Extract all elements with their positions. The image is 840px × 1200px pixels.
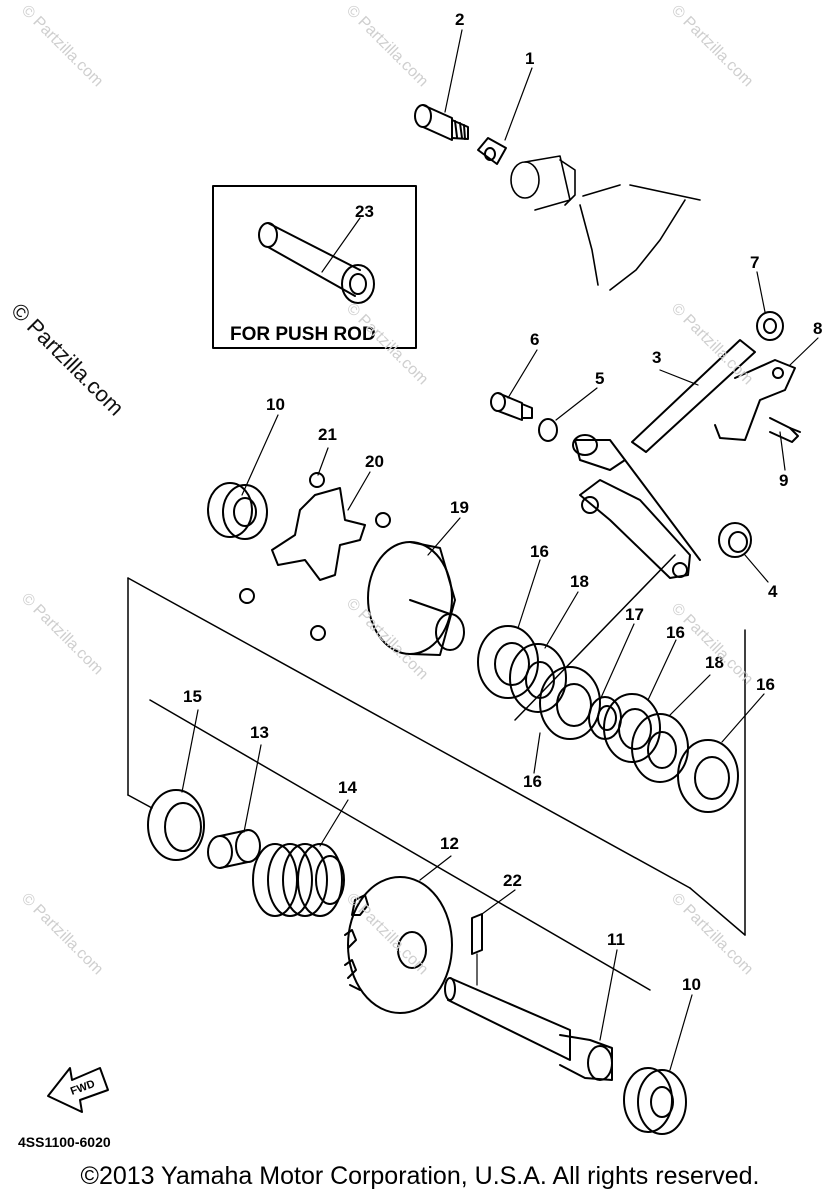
part-10-bearing-bottom [623, 1067, 687, 1135]
part-1-washer [477, 137, 507, 165]
part-9-screw [769, 417, 801, 443]
callout-16a: 16 [530, 542, 549, 561]
callout-2: 2 [455, 10, 464, 29]
part-16-washer-b [539, 666, 601, 740]
callout-11: 11 [607, 930, 625, 949]
callout-19: 19 [450, 498, 469, 517]
callout-3: 3 [652, 348, 661, 367]
inset-label: FOR PUSH ROD [230, 324, 376, 345]
callout-21: 21 [318, 425, 337, 444]
callout-16d: 16 [523, 772, 542, 791]
callout-18b: 18 [705, 653, 724, 672]
part-5-washer [538, 418, 558, 442]
callout-15: 15 [183, 687, 202, 706]
callout-22: 22 [503, 871, 522, 890]
part-13-collar [207, 829, 261, 869]
part-6-bolt [490, 392, 533, 421]
part-22-pin [471, 913, 483, 955]
copyright-text: ©2013 Yamaha Motor Corporation, U.S.A. A… [80, 1162, 760, 1190]
callout-6: 6 [530, 330, 539, 349]
fwd-arrow-icon [47, 1067, 109, 1113]
part-15-seal [147, 789, 205, 861]
callout-20: 20 [365, 452, 384, 471]
callout-16c: 16 [756, 675, 775, 694]
callout-17: 17 [625, 605, 644, 624]
part-14-spring [252, 843, 345, 917]
part-3-lever [572, 339, 756, 579]
part-16-washer-a [477, 625, 539, 699]
part-21-balls [239, 472, 391, 641]
callout-13: 13 [250, 723, 269, 742]
leader-lines [181, 29, 819, 1071]
inset-box [212, 185, 417, 349]
part-4-bushing [718, 522, 752, 558]
callout-7: 7 [750, 253, 759, 272]
callout-4: 4 [768, 582, 778, 601]
part-16-washer-d [677, 739, 739, 813]
frame-outline [127, 554, 746, 991]
callout-18a: 18 [570, 572, 589, 591]
part-11-shaft [444, 977, 613, 1081]
callout-1: 1 [525, 49, 534, 68]
engine-housing-outline [510, 155, 701, 291]
callout-9: 9 [779, 471, 788, 490]
part-16-washer-c [603, 693, 661, 763]
part-19-cam [367, 541, 465, 656]
diagram-code: 4SS1100-6020 [18, 1134, 111, 1150]
callout-10a: 10 [266, 395, 285, 414]
callout-23: 23 [355, 202, 374, 221]
callout-8: 8 [813, 319, 822, 338]
part-23-pushrod [258, 222, 375, 304]
callout-12: 12 [440, 834, 459, 853]
callout-numbers: 2 1 23 7 6 8 3 5 10 21 20 9 19 4 16 18 1… [183, 10, 822, 994]
part-8-bracket [714, 359, 796, 441]
part-20-cross [271, 487, 366, 581]
callout-5: 5 [595, 369, 604, 388]
part-12-gear [344, 876, 453, 1014]
part-7-bushing [756, 311, 784, 341]
part-2-bolt [414, 104, 469, 141]
callout-14: 14 [338, 778, 357, 797]
callout-10b: 10 [682, 975, 701, 994]
part-10-bearing-top [207, 482, 268, 540]
callout-16b: 16 [666, 623, 685, 642]
